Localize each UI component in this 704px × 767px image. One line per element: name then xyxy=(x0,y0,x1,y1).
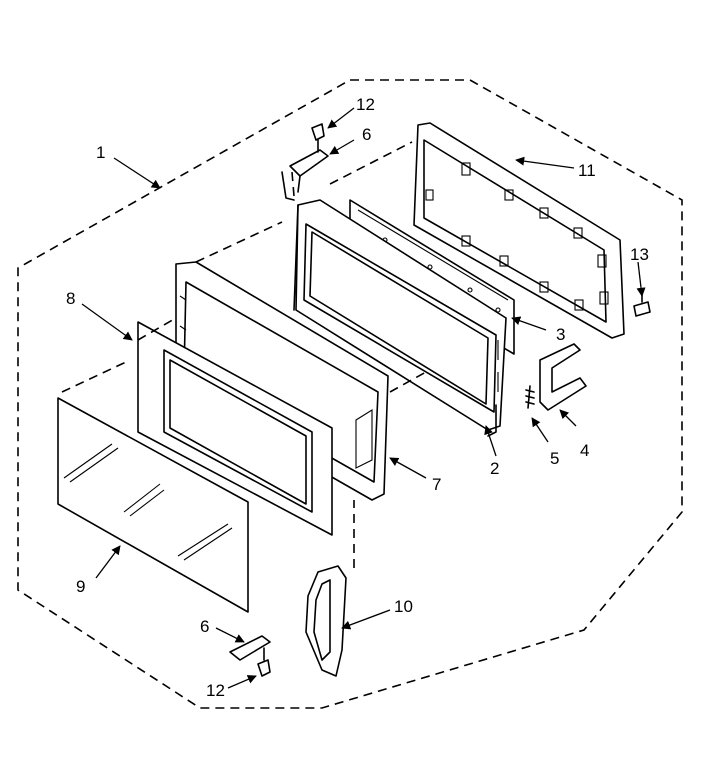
callout-5: 5 xyxy=(550,449,559,468)
callout-labels: 1 2 3 4 5 6 6 7 8 9 10 11 12 12 13 xyxy=(66,95,649,700)
callout-6-lower: 6 xyxy=(200,617,209,636)
callout-1: 1 xyxy=(96,143,105,162)
callout-11: 11 xyxy=(578,161,596,180)
callout-6-upper: 6 xyxy=(362,125,371,144)
callout-4: 4 xyxy=(580,441,589,460)
callout-2: 2 xyxy=(490,459,499,478)
callout-9: 9 xyxy=(76,577,85,596)
callout-7: 7 xyxy=(432,475,441,494)
leader-lines xyxy=(81,107,646,689)
part-choke-frame xyxy=(413,122,625,339)
part-door-handle xyxy=(305,565,347,677)
part-latch-lever xyxy=(539,343,587,411)
assembly-boundary xyxy=(17,79,683,709)
alignment-lines xyxy=(61,141,427,568)
callout-8: 8 xyxy=(66,289,75,308)
part-door-frame xyxy=(293,199,507,437)
callout-12-lower: 12 xyxy=(206,681,225,700)
callout-10: 10 xyxy=(394,597,413,616)
callout-3: 3 xyxy=(556,325,565,344)
part-latch-spring xyxy=(525,385,535,409)
part-window-frame xyxy=(137,321,333,536)
part-glass-panel xyxy=(57,397,249,613)
callout-12-upper: 12 xyxy=(356,95,375,114)
callout-13: 13 xyxy=(630,245,649,264)
part-hinge-lower xyxy=(229,635,271,677)
part-hinge-upper xyxy=(281,123,329,201)
